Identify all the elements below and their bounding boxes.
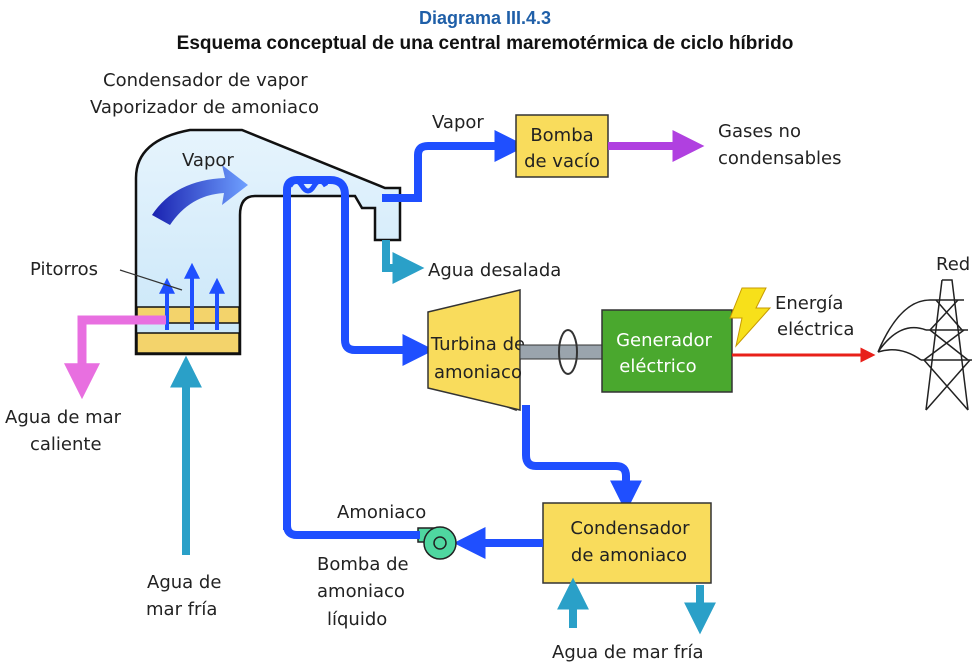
label-agua-mar-fria-bottom: Agua de mar fría xyxy=(552,642,704,663)
label-bomba-liquido-1: Bomba de xyxy=(317,554,409,575)
label-gases-2: condensables xyxy=(718,148,842,169)
generador-box xyxy=(601,309,733,393)
lightning-icon xyxy=(729,287,772,348)
turbine-to-condenser-pipe xyxy=(522,405,642,513)
vapor-pipe-to-pump xyxy=(382,130,527,202)
label-red: Red xyxy=(936,254,970,275)
ammonia-coil xyxy=(287,178,329,194)
vapor-swirl-arrow xyxy=(152,165,248,225)
label-vaporizador-amoniaco: Vaporizador de amoniaco xyxy=(90,97,319,118)
rotation-icon xyxy=(558,329,578,375)
label-agua-desalada: Agua desalada xyxy=(428,260,561,281)
bomba-vacio-label-1: Bomba xyxy=(530,125,593,146)
label-vapor-pipe: Vapor xyxy=(432,112,484,133)
generador-label-2: eléctrico xyxy=(619,356,696,377)
label-agua-mar-fria-left-1: Agua de xyxy=(147,572,221,593)
label-agua-mar-caliente-2: caliente xyxy=(30,434,102,455)
bomba-vacio-box xyxy=(515,114,609,178)
power-tower-icon xyxy=(877,279,972,411)
turbine-shaft xyxy=(519,344,603,360)
label-pitorros: Pitorros xyxy=(30,259,98,280)
pump-to-coil-pipe xyxy=(283,524,420,539)
desalinated-water-pipe xyxy=(382,240,425,284)
label-bomba-liquido-2: amoniaco xyxy=(317,581,405,602)
label-gases-1: Gases no xyxy=(718,121,801,142)
label-agua-mar-caliente-1: Agua de mar xyxy=(5,407,122,428)
warm-water-layer-2 xyxy=(136,332,240,354)
condensador-amoniaco-box xyxy=(542,502,712,584)
diagram-title: Esquema conceptual de una central maremo… xyxy=(177,33,794,54)
generador-label-1: Generador xyxy=(616,330,712,351)
warm-water-pipe xyxy=(64,315,166,400)
turbina-body xyxy=(427,289,521,411)
label-bomba-liquido-3: líquido xyxy=(327,609,387,630)
diagram-number: Diagrama III.4.3 xyxy=(419,8,551,28)
condensador-amoniaco-label-2: de amoniaco xyxy=(571,545,687,566)
label-amoniaco-pipe: Amoniaco xyxy=(337,502,426,523)
pitorros-spouts xyxy=(159,262,225,330)
label-energia-2: eléctrica xyxy=(777,319,854,340)
label-agua-mar-fria-left-2: mar fría xyxy=(146,599,217,620)
bomba-vacio-label-2: de vacío xyxy=(524,151,600,172)
label-condensador-vapor: Condensador de vapor xyxy=(103,70,308,91)
bomba-amoniaco-icon xyxy=(417,526,457,560)
condensador-amoniaco-label-1: Condensador xyxy=(570,518,690,539)
label-energia-1: Energía xyxy=(775,293,843,314)
turbina-label-2: amoniaco xyxy=(434,362,522,383)
turbina-label-1: Turbina de xyxy=(430,334,525,355)
label-vapor-chamber: Vapor xyxy=(182,150,234,171)
pitorros-leader xyxy=(119,269,183,291)
